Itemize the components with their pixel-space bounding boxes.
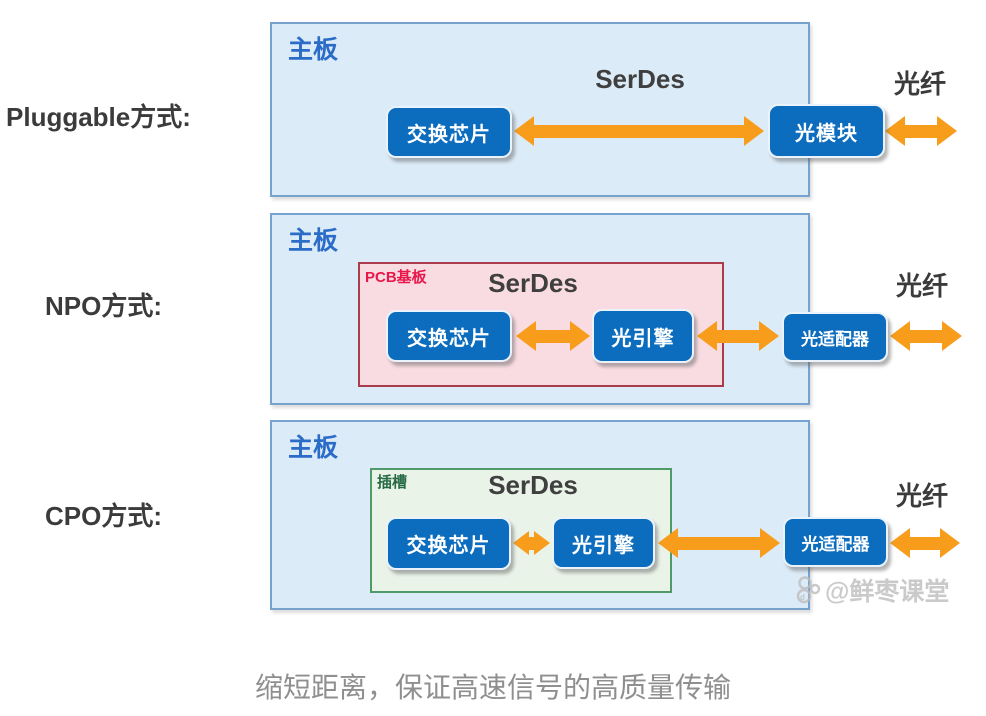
engine-adapter-arrow xyxy=(658,528,780,558)
fiber-label: 光纤 xyxy=(895,481,948,511)
svg-text:d: d xyxy=(800,593,805,602)
fiber-label: 光纤 xyxy=(895,271,948,301)
caption: 缩短距离，保证高速信号的高质量传输 xyxy=(254,672,731,703)
mainboard-label: 主板 xyxy=(288,36,339,64)
chip-switch-asic: 交换芯片 xyxy=(386,310,512,362)
row-label-pluggable: Pluggable方式: xyxy=(6,102,191,132)
chip-optical-adapter: 光适配器 xyxy=(783,517,888,567)
serdes-label: SerDes xyxy=(488,470,578,500)
mainboard-label: 主板 xyxy=(288,434,339,462)
xianzao-logo-icon: d xyxy=(796,576,822,604)
row-label-cpo: CPO方式: xyxy=(45,501,163,531)
serdes-arrow xyxy=(513,528,550,558)
fiber-arrow xyxy=(890,321,962,351)
pcb-substrate-label: PCB基板 xyxy=(365,269,427,286)
watermark: d @鲜枣课堂 xyxy=(796,572,949,608)
chip-optical-engine: 光引擎 xyxy=(592,309,694,363)
serdes-arrow xyxy=(516,321,590,351)
fiber-label: 光纤 xyxy=(893,69,946,99)
watermark-text: @鲜枣课堂 xyxy=(825,578,950,606)
chip-optical-adapter: 光适配器 xyxy=(782,312,888,362)
serdes-label: SerDes xyxy=(488,268,578,298)
mainboard-box-pluggable xyxy=(270,22,810,197)
chip-optical-module: 光模块 xyxy=(768,104,885,158)
mainboard-label: 主板 xyxy=(288,227,339,255)
serdes-arrow xyxy=(514,116,764,146)
engine-adapter-arrow xyxy=(697,321,779,351)
fiber-arrow xyxy=(885,116,957,146)
chip-switch-asic: 交换芯片 xyxy=(386,517,511,570)
socket-label: 插槽 xyxy=(377,474,408,491)
chip-optical-engine: 光引擎 xyxy=(552,517,655,569)
serdes-label: SerDes xyxy=(595,64,685,94)
fiber-arrow xyxy=(890,528,960,558)
chip-switch-asic: 交换芯片 xyxy=(386,106,512,158)
row-label-npo: NPO方式: xyxy=(45,291,163,321)
